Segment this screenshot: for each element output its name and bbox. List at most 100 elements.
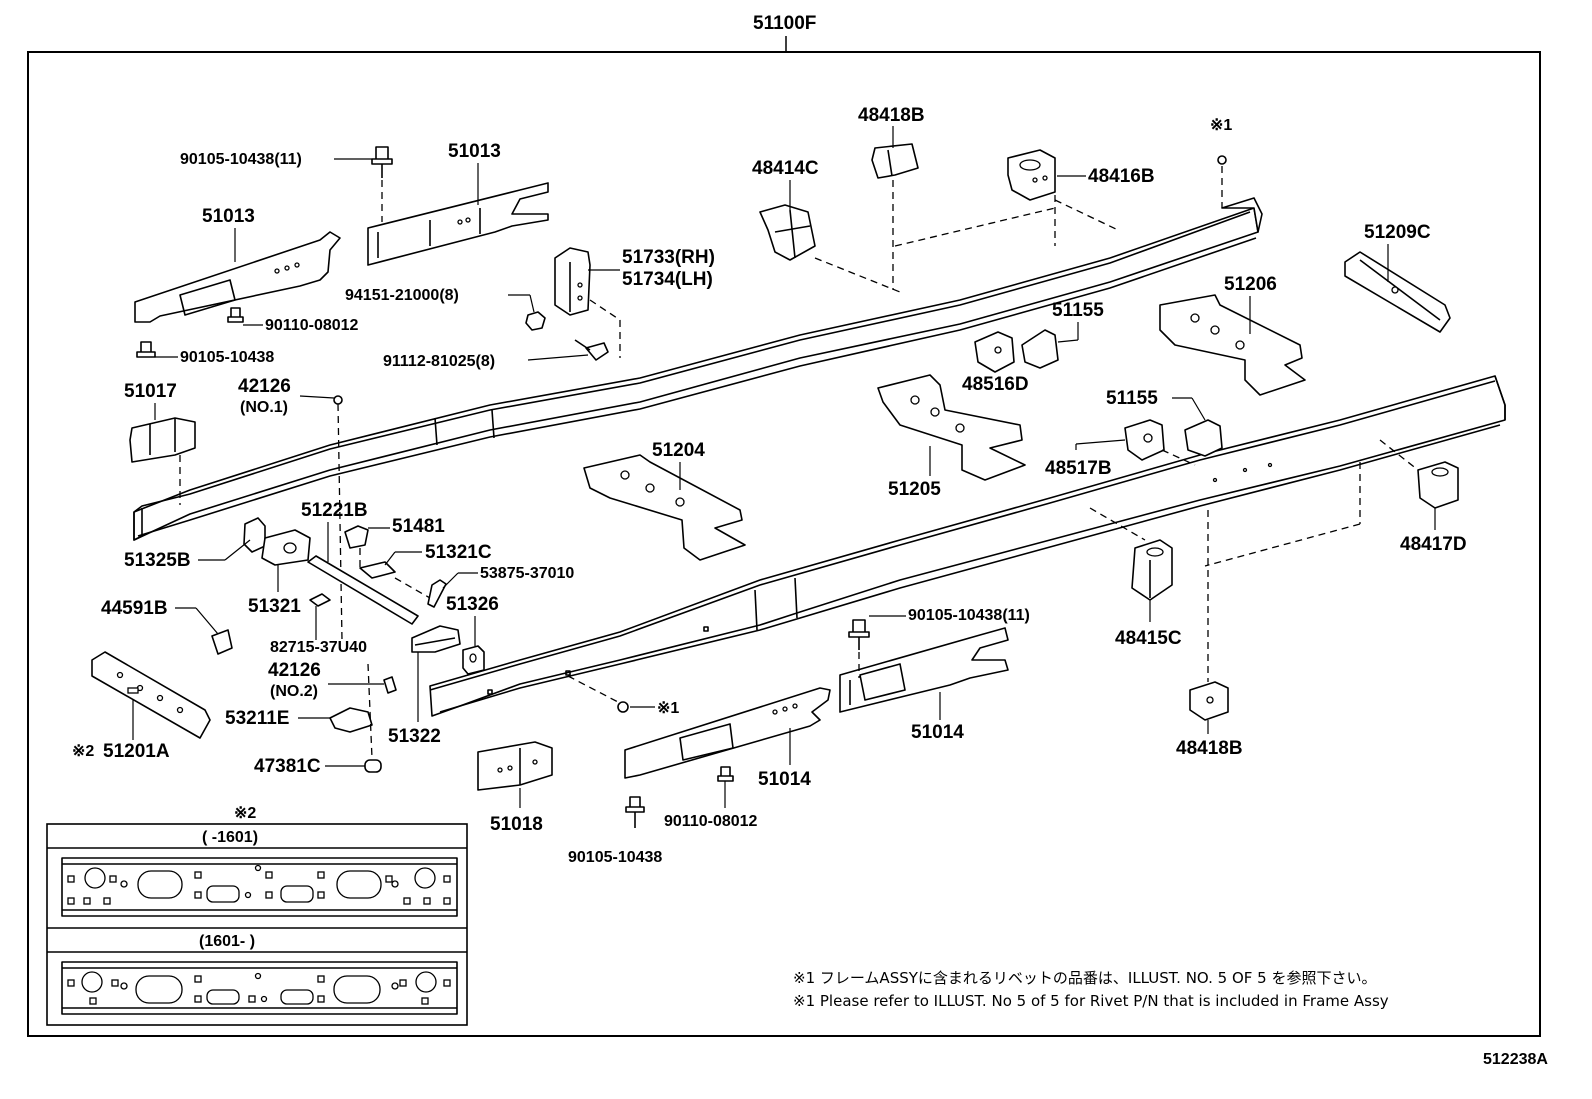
part-48418B-top bbox=[871, 143, 919, 179]
part-51325B bbox=[243, 517, 266, 553]
label-94151: 94151-21000(8) bbox=[345, 287, 459, 304]
label-51014-right: 51014 bbox=[911, 722, 964, 743]
part-48414C bbox=[759, 204, 816, 261]
label-51734: 51734(LH) bbox=[622, 269, 713, 290]
label-90110-08012-left: 90110-08012 bbox=[265, 317, 359, 334]
bolt-91112-81025 bbox=[574, 339, 609, 361]
part-48417D bbox=[1417, 461, 1459, 509]
bolt-90110-08012-left bbox=[227, 307, 244, 323]
label-51481: 51481 bbox=[392, 516, 445, 537]
part-51013-left bbox=[134, 231, 341, 323]
label-48414C: 48414C bbox=[752, 158, 819, 179]
inset-panel2-label: (1601- ) bbox=[199, 933, 255, 950]
inset-panel1-label: ( -1601) bbox=[202, 829, 258, 846]
note-english: ※1 Please refer to ILLUST. No 5 of 5 for… bbox=[793, 992, 1389, 1010]
label-51206: 51206 bbox=[1224, 274, 1277, 295]
part-51013-upper bbox=[367, 182, 549, 266]
part-51322 bbox=[411, 625, 461, 653]
bolt-90105-10438-left bbox=[136, 341, 156, 358]
part-51155-b bbox=[1184, 419, 1223, 457]
part-51321C bbox=[359, 561, 396, 579]
clip-42126-no2 bbox=[383, 676, 397, 694]
part-47381C bbox=[364, 759, 382, 773]
label-90105-10438-lower: 90105-10438 bbox=[568, 849, 662, 866]
part-48517B bbox=[1124, 419, 1165, 461]
label-48416B: 48416B bbox=[1088, 166, 1155, 187]
part-51326 bbox=[462, 645, 485, 675]
note-japanese: ※1 フレームASSYに含まれるリベットの品番は、ILLUST. NO. 5 O… bbox=[793, 969, 1377, 987]
inset-mark: ※2 bbox=[234, 805, 256, 822]
label-51221B: 51221B bbox=[301, 500, 368, 521]
part-51205 bbox=[877, 374, 1026, 481]
label-48517B: 48517B bbox=[1045, 458, 1112, 479]
label-51014-lower: 51014 bbox=[758, 769, 811, 790]
part-82715-37U40 bbox=[309, 593, 331, 607]
label-53211E: 53211E bbox=[225, 708, 289, 729]
bolt-90105-10438-11-right bbox=[848, 619, 870, 650]
label-51321C: 51321C bbox=[425, 542, 492, 563]
label-82715: 82715-37U40 bbox=[270, 639, 367, 656]
label-90110-08012-lower: 90110-08012 bbox=[664, 813, 758, 830]
part-53211E bbox=[329, 707, 373, 733]
part-53875-37010 bbox=[427, 579, 447, 608]
label-51018: 51018 bbox=[490, 814, 543, 835]
label-51155-b: 51155 bbox=[1106, 388, 1158, 409]
label-48516D: 48516D bbox=[962, 374, 1029, 395]
figure-id: 512238A bbox=[1483, 1051, 1548, 1068]
label-51209C: 51209C bbox=[1364, 222, 1431, 243]
label-51201A-mark: ※2 bbox=[72, 743, 94, 760]
part-48516D bbox=[974, 331, 1015, 373]
part-48416B bbox=[1007, 149, 1056, 201]
part-51201A bbox=[91, 651, 211, 739]
label-51325B: 51325B bbox=[124, 550, 191, 571]
label-mark1-rivet: ※1 bbox=[657, 700, 679, 717]
part-51014-right bbox=[839, 627, 1009, 713]
label-44591B: 44591B bbox=[101, 598, 168, 619]
bolt-90110-08012-lower bbox=[717, 766, 734, 782]
label-51326: 51326 bbox=[446, 594, 499, 615]
label-mark1-top: ※1 bbox=[1210, 117, 1232, 134]
part-51733-51734 bbox=[554, 247, 591, 316]
label-47381C: 47381C bbox=[254, 756, 321, 777]
part-44591B bbox=[211, 629, 233, 655]
label-48417D: 48417D bbox=[1400, 534, 1467, 555]
label-42126-no1-sub: (NO.1) bbox=[240, 399, 288, 416]
label-53875: 53875-37010 bbox=[480, 565, 574, 582]
label-48415C: 48415C bbox=[1115, 628, 1182, 649]
label-51733: 51733(RH) bbox=[622, 247, 715, 268]
inset-panel2-crossmember bbox=[61, 961, 458, 1015]
label-42126-no2-sub: (NO.2) bbox=[270, 683, 318, 700]
label-51155-a: 51155 bbox=[1052, 300, 1104, 321]
part-51221B-rod bbox=[307, 555, 419, 625]
part-51321 bbox=[261, 529, 311, 566]
rivet-mark1-top bbox=[1217, 155, 1227, 165]
label-51322: 51322 bbox=[388, 726, 441, 747]
part-51014-lower bbox=[624, 687, 831, 779]
label-90105-10438-11-top: 90105-10438(11) bbox=[180, 151, 302, 168]
part-51209C bbox=[1344, 251, 1451, 333]
clip-42126-no1 bbox=[333, 395, 343, 405]
part-51204 bbox=[583, 454, 746, 561]
label-51321: 51321 bbox=[248, 596, 301, 617]
label-91112: 91112-81025(8) bbox=[383, 353, 495, 370]
part-48415C bbox=[1131, 539, 1173, 601]
label-51013-upper: 51013 bbox=[448, 141, 501, 162]
label-48418B-top: 48418B bbox=[858, 105, 925, 126]
label-42126-no2: 42126 bbox=[268, 660, 321, 681]
label-51204: 51204 bbox=[652, 440, 705, 461]
rivet-mark1-bottom bbox=[617, 701, 629, 713]
bolt-90105-10438-11-top bbox=[371, 146, 393, 178]
inset-border bbox=[46, 823, 468, 1026]
label-51013-left: 51013 bbox=[202, 206, 255, 227]
nut-94151-21000 bbox=[525, 311, 546, 331]
part-51155-a bbox=[1021, 329, 1059, 369]
label-51201A: 51201A bbox=[103, 741, 170, 762]
frame-rail-upper bbox=[133, 197, 1263, 541]
frame-rail-lower bbox=[429, 375, 1506, 717]
bolt-90105-10438-lower bbox=[625, 796, 645, 828]
part-51206 bbox=[1159, 294, 1306, 396]
label-48418B-bottom: 48418B bbox=[1176, 738, 1243, 759]
label-90105-10438-left: 90105-10438 bbox=[180, 349, 274, 366]
label-90105-10438-11-right: 90105-10438(11) bbox=[908, 607, 1030, 624]
